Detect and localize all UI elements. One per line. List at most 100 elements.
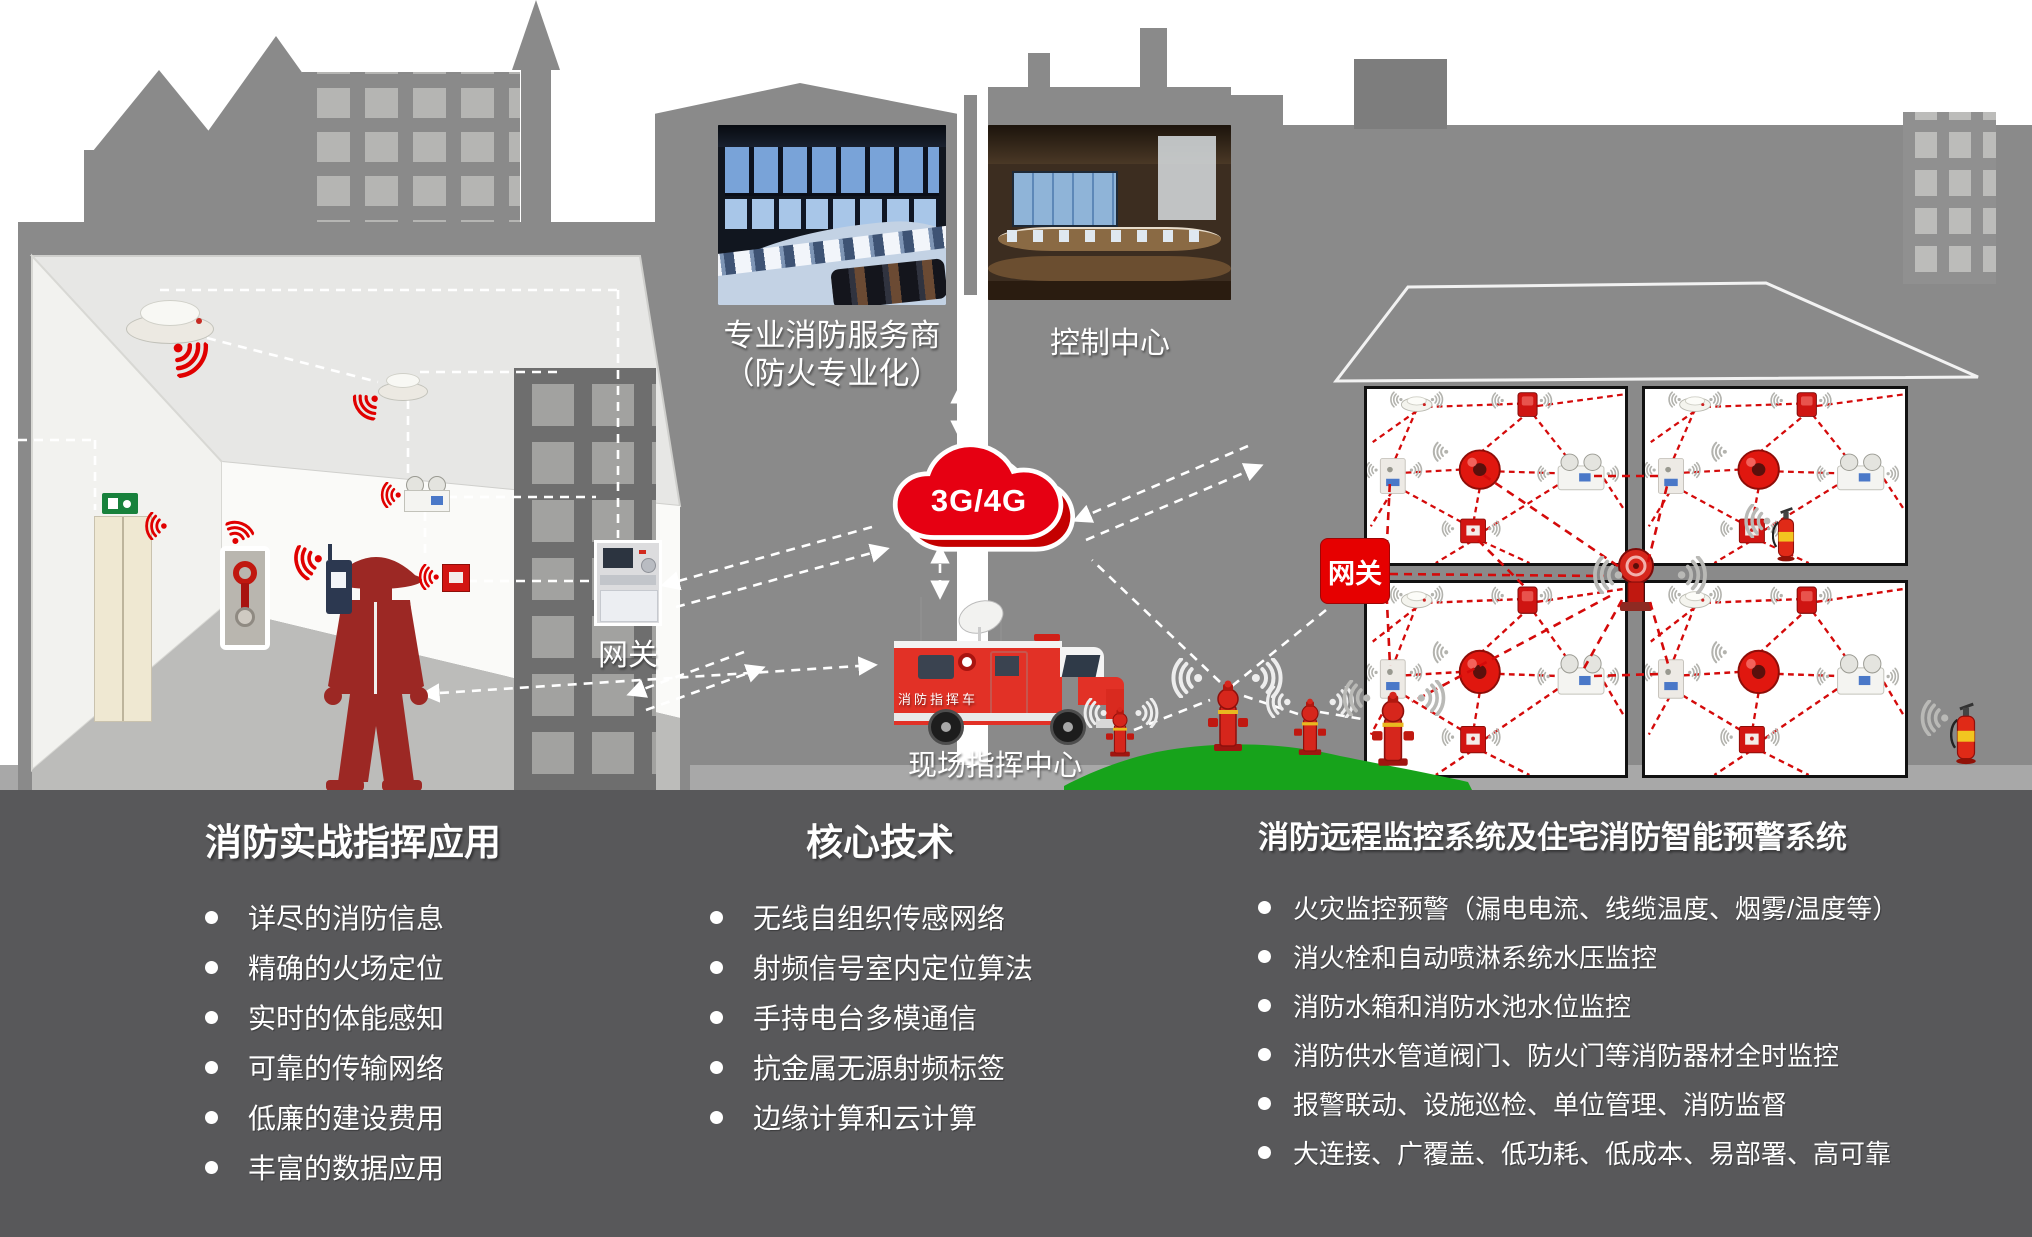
panel-heading-1: 消防实战指挥应用 [205,822,501,863]
emergency-light-body [404,490,450,512]
list-item: 手持电台多模通信 [710,992,1150,1042]
label-service-provider-line1: 专业消防服务商 [723,318,941,353]
truck-body: 消防指挥车 [894,641,1062,725]
gateway-device [594,540,662,626]
list-item-text: 火灾监控预警（漏电电流、线缆温度、烟雾/温度等） [1293,894,1899,924]
photo-floor [988,280,1231,300]
fire-hydrant [1372,690,1414,767]
photo-ceiling [718,125,946,147]
list-item-text: 消防供水管道阀门、防火门等消防器材全时监控 [1293,1041,1840,1071]
exit-sign [102,493,138,514]
walkie-talkie [326,544,352,614]
list-item-text: 消防水箱和消防水池水位监控 [1293,992,1632,1022]
skyline-chimney [1140,28,1167,93]
bullet-icon [1258,1048,1271,1061]
gateway-lower [600,590,658,622]
list-item: 实时的体能感知 [205,992,675,1042]
exit-sign-arrow [123,500,131,508]
photo-control-center [988,125,1231,300]
list-item: 消火栓和自动喷淋系统水压监控 [1258,932,2028,981]
hydrant-nozzle [235,607,255,627]
gateway-keypad [641,558,656,573]
emergency-light [404,476,450,512]
truck-mast [1000,609,1002,643]
label-gateway-left: 网关 [598,639,658,672]
wifi-signal-icon [1676,556,1707,594]
truck-side-text: 消防指挥车 [898,692,979,707]
list-item-text: 边缘计算和云计算 [753,1103,978,1134]
photo-window-wall [1158,135,1217,220]
list-item-text: 实时的体能感知 [248,1003,445,1034]
truck-mast [920,597,922,643]
truck-windshield [1061,655,1101,677]
bullet-icon [1258,999,1271,1012]
monitored-room-top-right [1642,386,1908,566]
bullet-icon [710,1010,723,1024]
panel-list-1: 详尽的消防信息 精确的火场定位 实时的体能感知 可靠的传输网络 低廉的建设费用 … [205,892,675,1192]
bullet-icon [710,960,723,974]
door-split-line [122,517,124,721]
list-item: 丰富的数据应用 [205,1142,675,1192]
list-item: 报警联动、设施巡检、单位管理、消防监督 [1258,1079,2028,1128]
skyline-windowed-tower [1903,112,1996,284]
cellular-cloud: 3G/4G [876,436,1082,554]
list-item-text: 精确的火场定位 [248,953,445,984]
elevator-door [94,516,152,722]
list-item: 大连接、广覆盖、低功耗、低成本、易部署、高可靠 [1258,1128,2028,1177]
list-item-text: 低廉的建设费用 [248,1103,445,1134]
photo-big-screen [1012,170,1119,227]
list-item-text: 抗金属无源射频标签 [753,1053,1006,1084]
photo-desk-row [988,256,1231,281]
skyline-spire-body [521,62,551,228]
skyline-spire [512,0,560,70]
wall-hydrant-frame [220,546,270,650]
wifi-signal-icon [418,564,440,590]
monitored-room-bottom-right [1642,580,1908,778]
list-item-text: 详尽的消防信息 [248,903,445,934]
wifi-signal-icon [1134,698,1159,728]
smoke-detector-top [386,373,420,388]
wifi-signal-icon [1265,686,1292,718]
command-truck: 消防指挥车 [892,594,1126,747]
truck-roof-stripe [894,641,1062,648]
truck-wheel [1050,709,1086,745]
list-item-text: 丰富的数据应用 [248,1153,445,1184]
smoke-detector-top [140,300,200,326]
wifi-signal-icon [1083,698,1108,728]
bullet-icon [205,1010,218,1024]
wifi-signal-icon [380,482,402,508]
bullet-icon [205,1110,218,1124]
wifi-signal-icon [1416,680,1446,716]
bottom-panel: 消防实战指挥应用 详尽的消防信息 精确的火场定位 实时的体能感知 可靠的传输网络… [0,790,2032,1237]
gateway-node-badge: 网关 [1320,538,1390,604]
wifi-signal-icon [1744,504,1772,538]
truck-window [918,655,954,679]
skyline-slot-pillar [964,95,977,295]
label-control-center: 控制中心 [1050,327,1170,360]
list-item: 抗金属无源射频标签 [710,1042,1150,1092]
bullet-icon [710,910,723,924]
bullet-icon [710,1110,723,1124]
photo-screen-wall [724,146,940,197]
call-point-window [449,572,463,583]
fire-extinguisher-icon [1772,507,1796,563]
list-item-text: 报警联动、设施巡检、单位管理、消防监督 [1293,1090,1788,1120]
detector-led [196,318,202,324]
bullet-icon [205,960,218,974]
list-item: 火灾监控预警（漏电电流、线缆温度、烟雾/温度等） [1258,883,2028,932]
list-item: 无线自组织传感网络 [710,892,1150,942]
cloud-label: 3G/4G [930,483,1028,519]
wifi-signal-icon [145,512,168,540]
firefighter-silhouette [324,557,428,791]
manual-call-point [442,564,470,592]
list-item: 可靠的传输网络 [205,1042,675,1092]
wall-hydrant-photo [225,551,265,645]
wifi-signal-icon [1920,700,1950,736]
photo-fire-service-provider [718,125,946,305]
hydrant-stem [241,583,249,611]
bullet-icon [1258,1097,1271,1110]
bullet-icon [205,910,218,924]
list-item: 边缘计算和云计算 [710,1092,1150,1142]
bullet-icon [1258,1146,1271,1159]
